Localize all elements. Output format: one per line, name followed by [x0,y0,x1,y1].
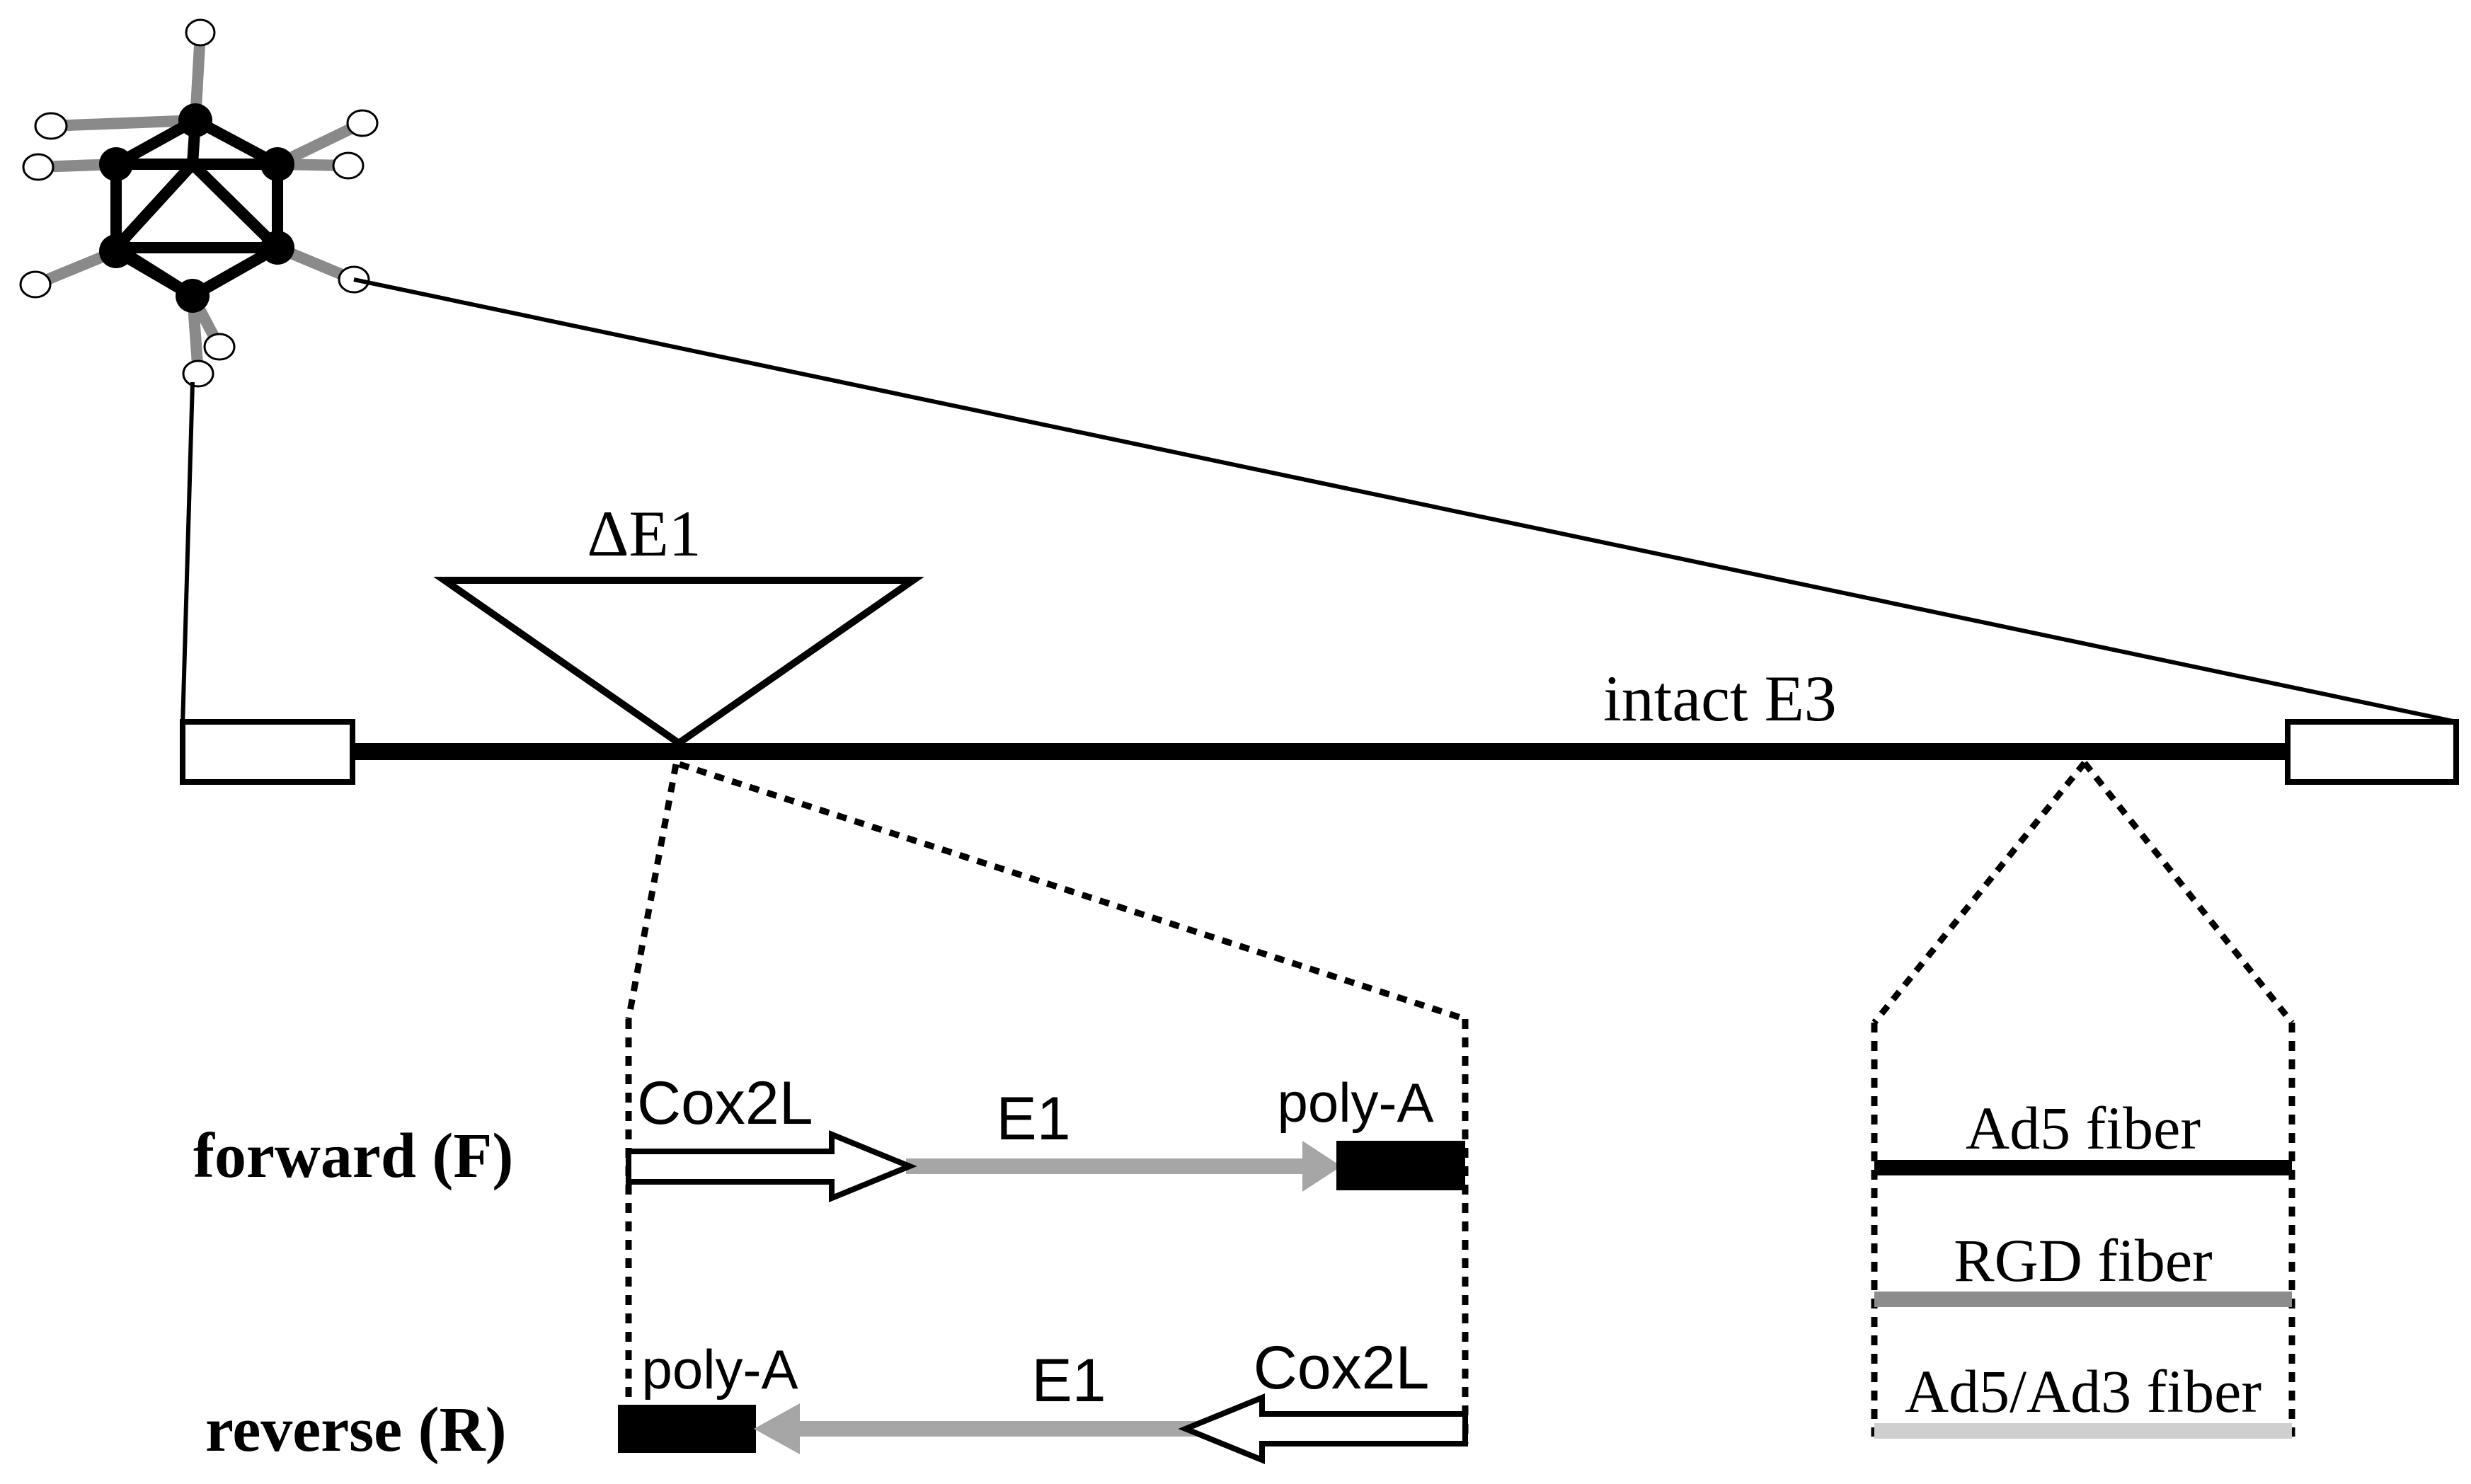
reverse-e1-label: E1 [1031,1347,1106,1415]
delta-e1-label: ΔE1 [587,497,701,570]
fiber-variants: Ad5 fiber RGD fiber Ad5/Ad3 fiber [1874,1094,2292,1439]
fiber-zoom-dotted-lines [1871,761,2295,1437]
e1-zoom-dotted-lines [625,761,1469,1444]
forward-polya-block [1336,1141,1465,1190]
adenovirus-icosahedron-icon [19,18,379,388]
ad5-fiber-label: Ad5 fiber [1966,1094,2201,1162]
intact-e3-label: intact E3 [1603,662,1837,735]
forward-polya-label: poly-A [1277,1071,1433,1134]
forward-cox2l-label: Cox2L [637,1069,813,1137]
reverse-label: reverse (R) [205,1395,507,1465]
forward-label: forward (F) [193,1121,513,1191]
forward-cox2l-arrow [626,1130,917,1202]
rgd-fiber-label: RGD fiber [1954,1226,2212,1294]
reverse-cox2l-arrow [1178,1393,1468,1464]
reverse-polya-label: poly-A [641,1338,798,1400]
genome-backbone [180,719,2459,785]
forward-cassette: forward (F) Cox2L E1 poly-A [193,1069,1465,1202]
reverse-e1-arrowhead [754,1403,800,1454]
reverse-cassette: reverse (R) poly-A E1 Cox2L [205,1334,1468,1465]
right-itr-box [2285,719,2459,785]
left-itr-box [180,719,355,785]
zoom-lines [180,277,2457,726]
forward-e1-label: E1 [996,1085,1070,1153]
reverse-polya-block [618,1405,756,1453]
ad5ad3-fiber-label: Ad5/Ad3 fiber [1905,1357,2261,1425]
forward-e1-arrowhead [1302,1141,1341,1192]
delta-e1-triangle [433,577,924,748]
reverse-cox2l-label: Cox2L [1254,1334,1430,1402]
